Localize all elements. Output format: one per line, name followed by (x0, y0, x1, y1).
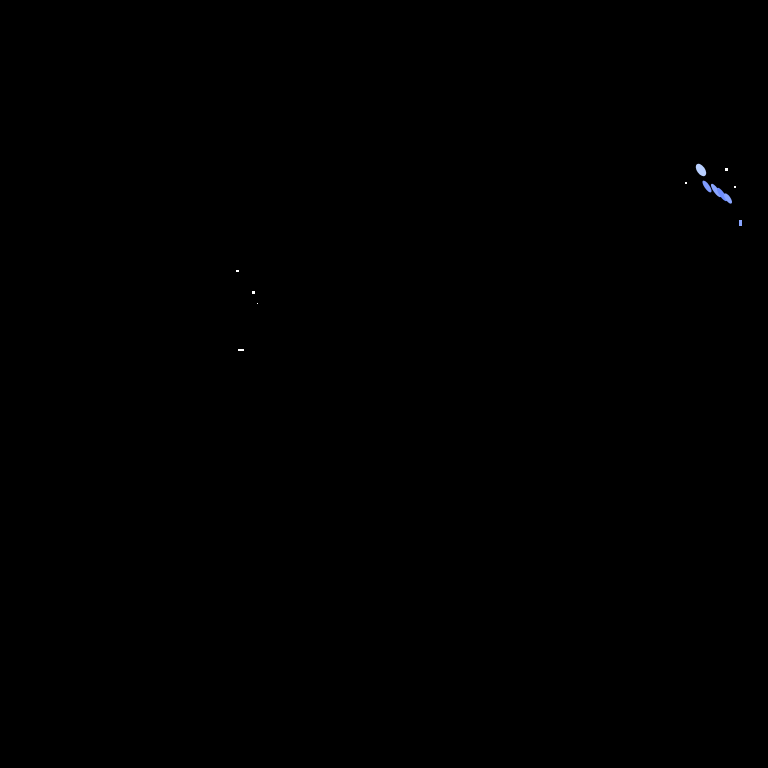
blue-streak (722, 192, 734, 205)
white-speck (734, 186, 736, 188)
white-speck (257, 303, 258, 304)
white-speck (252, 291, 255, 294)
blue-streak-cluster (680, 160, 750, 235)
white-speck (236, 270, 239, 272)
white-speck (725, 168, 728, 171)
white-speck (685, 182, 687, 184)
blue-streak (693, 161, 709, 179)
blue-speck (739, 220, 742, 226)
white-speck (238, 349, 244, 351)
